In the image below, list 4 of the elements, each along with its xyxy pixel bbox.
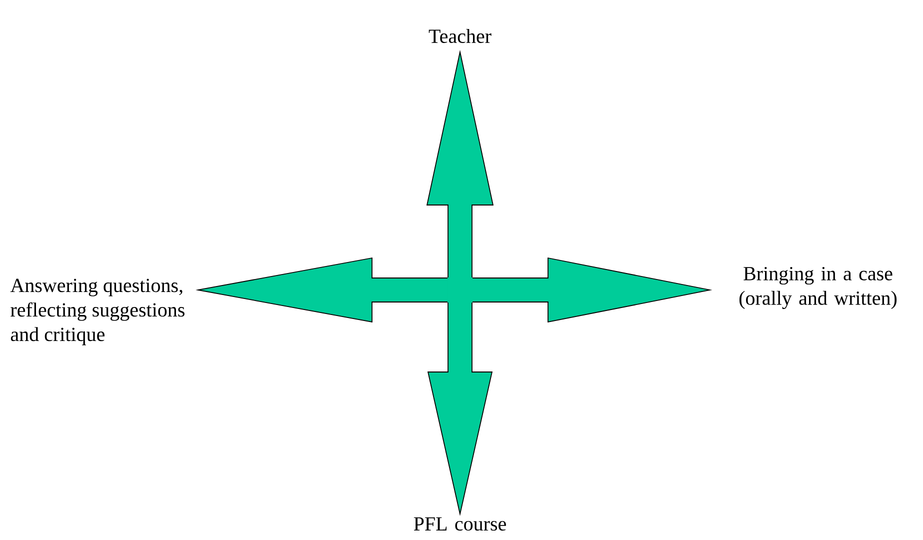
text-label: Teacher (428, 28, 492, 44)
text-label: Answering questions, reflecting suggestions and critique (10, 278, 184, 346)
text-label: Bringing in a case (orally and written) (739, 266, 897, 310)
text-label: PFL course (414, 517, 506, 531)
